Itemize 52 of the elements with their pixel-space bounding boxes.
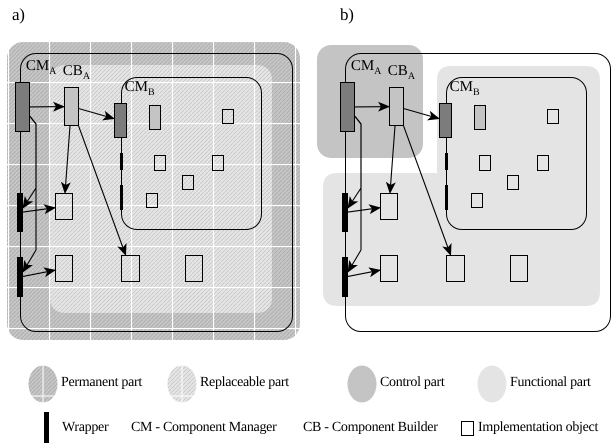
component-label: CM$_{A}$	[350, 58, 382, 77]
legend-label: Wrapper	[62, 421, 108, 435]
arrow	[60, 126, 71, 194]
implementation-object-box	[154, 154, 166, 171]
abbreviation-note: CB - Component Builder	[303, 421, 438, 435]
arrow	[348, 204, 381, 214]
wrapper-bar	[444, 184, 448, 210]
implementation-object-box	[546, 108, 559, 124]
component-label: CM$_{B}$	[450, 80, 480, 98]
arrow	[403, 126, 452, 256]
implementation-object-box	[212, 154, 224, 171]
legend-label: Implementation object	[478, 421, 598, 435]
implementation-object-box	[510, 254, 528, 282]
legend-label: Permanent part	[61, 376, 142, 390]
implementation-object-box	[478, 154, 491, 171]
implementation-object-box	[470, 192, 483, 208]
implementation-object-box	[120, 254, 140, 282]
arrow	[404, 108, 440, 120]
implementation-object-box	[536, 154, 549, 171]
component-label: CB$_{A}$	[62, 64, 90, 82]
implementation-object-box	[54, 192, 73, 220]
arrow	[78, 108, 115, 120]
implementation-object-box	[184, 254, 203, 282]
arrow	[22, 204, 56, 214]
arrow	[348, 116, 362, 273]
component-label: CM$_{A}$	[26, 58, 56, 77]
arrow	[386, 126, 396, 194]
wrapper-bar	[444, 152, 448, 170]
arrow	[348, 267, 381, 278]
legend-label: Functional part	[510, 376, 591, 390]
implementation-object-box	[146, 192, 158, 208]
legend-label: Replaceable part	[200, 376, 289, 390]
arrow	[22, 267, 56, 278]
wrapper-bar	[120, 184, 123, 210]
implementation-object-box	[54, 254, 73, 282]
implementation-object-box	[446, 254, 465, 282]
component-label: CB$_{A}$	[388, 64, 416, 82]
arrow	[22, 116, 37, 273]
panel-label: b)	[340, 6, 354, 23]
panel-label: a)	[12, 6, 25, 23]
arrow	[355, 102, 390, 112]
implementation-object-box	[506, 174, 519, 190]
abbreviation-note: CM - Component Manager	[131, 421, 276, 435]
arrow	[30, 102, 65, 112]
implementation-object-box	[182, 174, 194, 190]
implementation-object-box	[222, 108, 234, 124]
arrow	[78, 126, 127, 256]
component-label: CM$_{B}$	[124, 80, 155, 98]
wrapper-bar	[120, 152, 123, 170]
implementation-object-box	[380, 192, 398, 220]
legend-label: Control part	[380, 376, 444, 390]
implementation-object-box	[380, 254, 398, 282]
